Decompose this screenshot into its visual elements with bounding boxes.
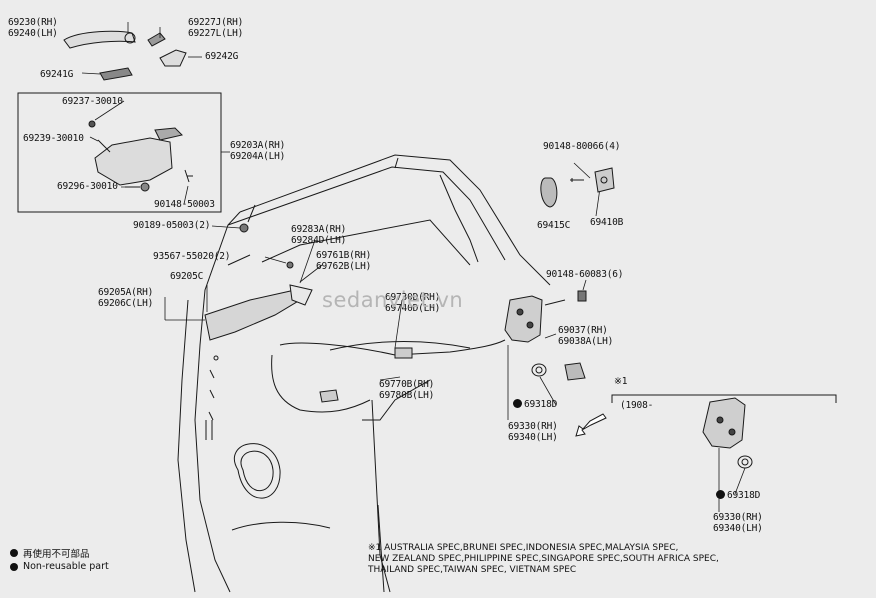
callout-lock-alt-rh: 69330(RH) bbox=[713, 512, 763, 523]
watermark: sedanviet.vn bbox=[322, 288, 464, 312]
callout-pad-lh: 69227L(LH) bbox=[188, 28, 244, 39]
cables-drawing bbox=[271, 339, 506, 413]
callout-lock-cable-lh: 69740D(LH) bbox=[385, 303, 441, 314]
door-panel-outline bbox=[177, 154, 551, 593]
callout-69296: 69296-30010 bbox=[57, 181, 118, 192]
leader-lines bbox=[81, 22, 746, 512]
spec-footnote: ※1 AUSTRALIA SPEC,BRUNEI SPEC,INDONESIA … bbox=[368, 543, 719, 576]
callout-69237: 69237-30010 bbox=[62, 96, 123, 107]
callout-lock-rh: 69330(RH) bbox=[508, 421, 558, 432]
callout-inside-handle-rh: 69205A(RH) bbox=[98, 287, 154, 298]
callout-69242g: 69242G bbox=[205, 51, 239, 62]
callout-lock-lh: 69340(LH) bbox=[508, 432, 558, 443]
inside-handle-drawing bbox=[204, 223, 313, 341]
callout-lock-cable-rh: 69730D(RH) bbox=[385, 292, 441, 303]
callout-69205c: 69205C bbox=[170, 271, 204, 282]
callout-69239: 69239-30010 bbox=[23, 133, 84, 144]
spec-footnote-line-1: ※1 AUSTRALIA SPEC,BRUNEI SPEC,INDONESIA … bbox=[368, 543, 679, 553]
callout-lock-cover-rh: 69037(RH) bbox=[558, 325, 608, 336]
door-lock-alt-drawing bbox=[611, 394, 837, 469]
callout-69241g: 69241G bbox=[40, 69, 74, 80]
spec-date: (1908- bbox=[620, 400, 654, 411]
callout-cable-a-lh: 69762B(LH) bbox=[316, 261, 372, 272]
callout-frame: 69203A(RH) 69204A(LH) bbox=[230, 140, 285, 162]
callout-69318d-text: 69318D bbox=[524, 399, 558, 410]
non-reusable-dot-icon bbox=[10, 562, 18, 571]
callout-frame-rh: 69203A(RH) bbox=[230, 140, 286, 151]
legend-en: Non-reusable part bbox=[10, 561, 109, 572]
striker-parts-drawing bbox=[540, 167, 615, 208]
non-reusable-dot-icon bbox=[10, 549, 18, 557]
callout-69318d-alt-text: 69318D bbox=[727, 490, 761, 501]
inset-frame-box bbox=[17, 92, 222, 213]
legend-jp: 再使用不可部品 bbox=[10, 546, 90, 560]
callout-inside-handle: 69205A(RH) 69206C(LH) bbox=[98, 287, 153, 309]
legend-en-text: Non-reusable part bbox=[23, 561, 109, 572]
callout-cable-a-rh: 69761B(RH) bbox=[316, 250, 372, 261]
spec-mark: ※1 bbox=[614, 376, 628, 387]
callout-inner-cover-rh: 69283A(RH) bbox=[291, 224, 347, 235]
callout-lock-cover-lh: 69038A(LH) bbox=[558, 336, 614, 347]
legend-jp-text: 再使用不可部品 bbox=[23, 549, 90, 560]
callout-lock-alt: 69330(RH) 69340(LH) bbox=[713, 512, 763, 534]
callout-lock: 69330(RH) 69340(LH) bbox=[508, 421, 558, 443]
callout-69410b: 69410B bbox=[590, 217, 624, 228]
callout-cable-b: 69770B(RH) 69780B(LH) bbox=[379, 379, 434, 401]
callout-90148-60083: 90148-60083(6) bbox=[546, 269, 624, 280]
callout-inner-cover: 69283A(RH) 69284D(LH) bbox=[291, 224, 346, 246]
callout-frame-lh: 69204A(LH) bbox=[230, 151, 286, 162]
callout-pad-rh: 69227J(RH) bbox=[188, 17, 244, 28]
callout-69318d-alt: 69318D bbox=[716, 490, 760, 501]
spec-footnote-line-3: THAILAND SPEC,TAIWAN SPEC, VIETNAM SPEC bbox=[368, 565, 577, 575]
direction-arrow bbox=[575, 413, 607, 437]
non-reusable-mark-icon bbox=[716, 490, 725, 499]
callout-69415c: 69415C bbox=[537, 220, 571, 231]
callout-69318d: 69318D bbox=[513, 399, 557, 410]
non-reusable-mark-icon bbox=[513, 399, 522, 408]
callout-lock-alt-lh: 69340(LH) bbox=[713, 523, 763, 534]
callout-inside-handle-lh: 69206C(LH) bbox=[98, 298, 154, 309]
spec-footnote-line-2: NEW ZEALAND SPEC,PHILIPPINE SPEC,SINGAPO… bbox=[368, 554, 719, 564]
outside-handle-drawing bbox=[63, 30, 187, 81]
callout-inner-cover-lh: 69284D(LH) bbox=[291, 235, 347, 246]
callout-90148-80066: 90148-80066(4) bbox=[543, 141, 621, 152]
callout-handle: 69230(RH) 69240(LH) bbox=[8, 17, 58, 39]
callout-handle-rh: 69230(RH) bbox=[8, 17, 58, 28]
callout-lock-cable: 69730D(RH) 69740D(LH) bbox=[385, 292, 440, 314]
callout-lock-cover: 69037(RH) 69038A(LH) bbox=[558, 325, 613, 347]
callout-cable-a: 69761B(RH) 69762B(LH) bbox=[316, 250, 371, 272]
callout-90189: 90189-05003(2) bbox=[133, 220, 211, 231]
callout-cable-b-lh: 69780B(LH) bbox=[379, 390, 435, 401]
callout-cable-b-rh: 69770B(RH) bbox=[379, 379, 435, 390]
door-lock-drawing bbox=[504, 290, 587, 381]
callout-handle-lh: 69240(LH) bbox=[8, 28, 58, 39]
callout-93567: 93567-55020(2) bbox=[153, 251, 231, 262]
callout-90148-50003: 90148-50003 bbox=[154, 199, 215, 210]
callout-pad: 69227J(RH) 69227L(LH) bbox=[188, 17, 243, 39]
